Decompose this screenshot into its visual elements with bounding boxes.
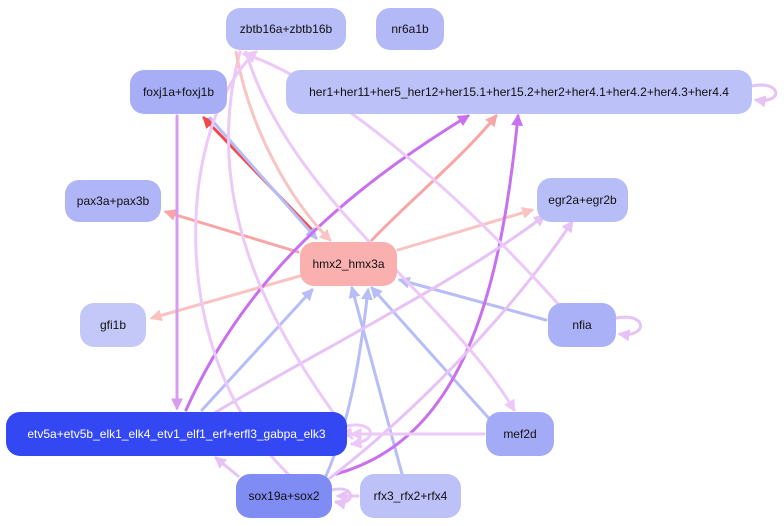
edge-layer xyxy=(149,50,778,510)
edge-sox19-to-etv5 xyxy=(214,456,240,478)
edge-zbtb16-to-etv5 xyxy=(226,50,354,440)
node-pax3a-pax3b[interactable]: pax3a+pax3b xyxy=(65,180,161,222)
edge-etv5-to-egr2 xyxy=(214,214,546,414)
edge-nfia-to-nfia xyxy=(614,315,642,342)
edge-sox19-to-sox19 xyxy=(330,487,352,510)
edge-hmx2-to-egr2 xyxy=(396,206,535,252)
edge-nfia-to-zbtb16 xyxy=(241,50,562,308)
node-her-cluster[interactable]: her1+her11+her5_her12+her15.1+her15.2+he… xyxy=(286,70,752,114)
node-gfi1b[interactable]: gfi1b xyxy=(80,303,146,347)
node-rfx3-rfx2-rfx4[interactable]: rfx3_rfx2+rfx4 xyxy=(360,474,461,518)
edge-rfx-to-hmx2 xyxy=(348,285,404,476)
node-nr6a1b[interactable]: nr6a1b xyxy=(376,8,444,50)
node-mef2d[interactable]: mef2d xyxy=(486,412,554,456)
node-hmx2-hmx3a[interactable]: hmx2_hmx3a xyxy=(300,242,397,286)
edge-hmx2-to-pax3 xyxy=(163,209,300,254)
edge-hmx2-to-gfi1b xyxy=(149,274,302,322)
node-sox19a-sox2[interactable]: sox19a+sox2 xyxy=(236,474,332,518)
edge-etv5-to-her xyxy=(184,114,471,412)
node-nfia[interactable]: nfia xyxy=(548,303,616,347)
edge-her-to-her xyxy=(750,83,778,108)
edge-zbtb16-to-hmx2 xyxy=(234,50,332,242)
edge-etv5-to-hmx2 xyxy=(200,288,314,412)
node-egr2a-egr2b[interactable]: egr2a+egr2b xyxy=(537,178,628,222)
edge-etv5-to-etv5 xyxy=(345,423,372,449)
node-zbtb16a-zbtb16b[interactable]: zbtb16a+zbtb16b xyxy=(226,8,346,50)
node-foxj1a-foxj1b[interactable]: foxj1a+foxj1b xyxy=(130,70,227,114)
node-etv5-ets-cluster[interactable]: etv5a+etv5b_elk1_elk4_etv1_elf1_erf+erfl… xyxy=(6,412,347,456)
edge-nfia-to-hmx2 xyxy=(397,276,548,322)
